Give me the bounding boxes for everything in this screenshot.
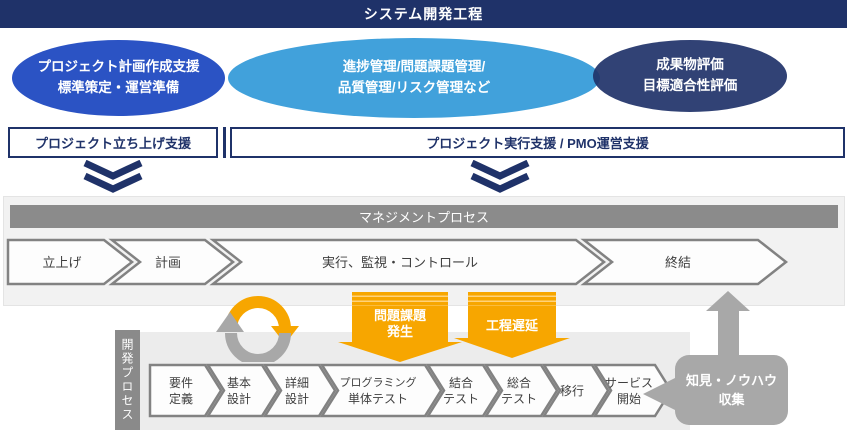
delay-ribbon-stripes xyxy=(468,292,556,306)
phase-label-initiate: 立上げ xyxy=(42,255,81,270)
issue-ribbon-arrowhead xyxy=(338,342,462,362)
issue-ribbon-line2: 発生 xyxy=(386,324,413,339)
issue-ribbon-stripes xyxy=(352,292,448,306)
phase-arrow-initiate xyxy=(6,238,135,286)
management-process-bar: マネジメントプロセス xyxy=(10,205,838,228)
ellipse-evaluation: 成果物評価 目標適合性評価 xyxy=(593,40,787,112)
dev-process-side-label: 開発プロセス xyxy=(120,338,134,422)
ellipse-right-line2: 目標適合性評価 xyxy=(642,78,738,93)
phase-arrow-close xyxy=(580,238,789,286)
issue-ribbon-line1: 問題課題 xyxy=(373,308,426,323)
execution-support-label: プロジェクト実行支援 / PMO運営支援 xyxy=(426,136,649,151)
phase-label-close: 終結 xyxy=(665,255,691,270)
ellipse-center-line2: 品質管理/リスク管理など xyxy=(337,80,491,95)
step-arrow-migration xyxy=(541,363,610,418)
diagram-title-banner: システム開発工程 xyxy=(0,0,847,28)
box-separator-line xyxy=(223,127,226,158)
delay-ribbon-arrowhead xyxy=(454,338,570,358)
step-arrow-system-test xyxy=(483,363,559,418)
step-arrow-requirements xyxy=(148,363,223,418)
management-process-label: マネジメントプロセス xyxy=(358,210,489,225)
step-label: テスト xyxy=(443,392,479,406)
knowledge-up-arrow-head xyxy=(706,291,750,311)
knowledge-line1: 知見・ノウハウ xyxy=(685,372,777,388)
ellipse-center-line1: 進捗管理/問題課題管理/ xyxy=(342,59,486,75)
knowledge-left-arrow xyxy=(643,377,677,411)
step-label: プログラミング xyxy=(340,375,417,389)
startup-support-label: プロジェクト立ち上げ支援 xyxy=(34,136,191,151)
step-arrow-basic-design xyxy=(205,363,280,418)
step-label: サービス xyxy=(605,376,653,390)
step-arrow-programming xyxy=(319,363,443,418)
step-label: 開始 xyxy=(617,392,641,406)
step-label: 移行 xyxy=(560,384,584,398)
dev-process-side-strip: 開発プロセス xyxy=(115,330,140,430)
phase-label-execute: 実行、監視・コントロール xyxy=(322,255,478,270)
knowledge-up-arrow-stem xyxy=(718,310,739,357)
dev-step-arrows: 要件 定義 基本 設計 詳細 設計 プログラミング 単体テスト 結合 テスト 総… xyxy=(148,363,673,418)
knowledge-line2: 収集 xyxy=(718,392,745,407)
step-label: 設計 xyxy=(227,391,251,406)
phase-arrow-execute xyxy=(209,238,607,286)
cycle-arrows-icon xyxy=(216,296,299,362)
delay-ribbon-body xyxy=(468,306,556,338)
issue-ribbon-body xyxy=(352,306,448,342)
startup-support-box: プロジェクト立ち上げ支援 xyxy=(8,127,218,158)
step-label: 単体テスト xyxy=(348,392,408,406)
step-arrow-integration-test xyxy=(425,363,501,418)
ellipse-left-line1: プロジェクト計画作成支援 xyxy=(37,59,200,75)
step-label: 総合 xyxy=(507,375,531,390)
step-label: テスト xyxy=(501,392,537,406)
management-phase-arrows: 立上げ 計画 実行、監視・コントロール 終結 xyxy=(6,238,789,286)
step-label: 結合 xyxy=(449,375,473,390)
step-label: 基本 xyxy=(227,376,251,390)
step-label: 要件 xyxy=(169,376,193,390)
step-label: 設計 xyxy=(285,391,309,406)
ellipse-execution-management: 進捗管理/問題課題管理/ 品質管理/リスク管理など xyxy=(228,38,600,118)
execution-support-box: プロジェクト実行支援 / PMO運営支援 xyxy=(230,127,845,158)
phase-arrow-plan xyxy=(108,238,236,286)
step-arrow-detail-design xyxy=(262,363,337,418)
ellipse-plan-support: プロジェクト計画作成支援 標準策定・運営準備 xyxy=(12,40,225,116)
phase-label-plan: 計画 xyxy=(155,255,181,270)
diagram-title: システム開発工程 xyxy=(363,6,484,22)
knowledge-box: 知見・ノウハウ 収集 xyxy=(675,355,788,425)
ellipse-right-line1: 成果物評価 xyxy=(656,57,724,73)
ellipse-left-line2: 標準策定・運営準備 xyxy=(57,80,180,95)
delay-ribbon-line1: 工程遅延 xyxy=(485,318,538,333)
step-label: 定義 xyxy=(169,391,193,406)
step-label: 詳細 xyxy=(285,375,309,390)
double-chevron-down-left-icon xyxy=(83,160,143,193)
double-chevron-down-right-icon xyxy=(470,160,530,193)
